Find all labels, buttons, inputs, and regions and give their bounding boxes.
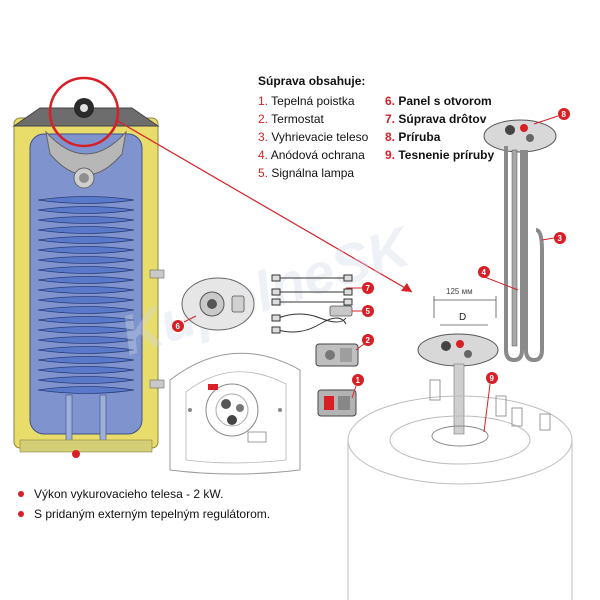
- svg-text:6: 6: [176, 322, 181, 331]
- bullet-icon: [18, 510, 24, 517]
- dimension-symbol: D: [459, 312, 466, 323]
- kit-list-column-2: 6. Panel s otvorom 7. Súprava drôtov 8. …: [385, 92, 494, 164]
- kit-item: 1. Tepelná poistka: [258, 94, 355, 108]
- signal-lamp: [329, 305, 353, 317]
- kit-item: 4. Anódová ochrana: [258, 148, 365, 162]
- dimension-label: 125 мм: [446, 287, 473, 296]
- callout-4: [478, 266, 490, 278]
- coil-turn: [37, 226, 135, 234]
- svg-text:8: 8: [562, 110, 567, 119]
- coil-turn: [37, 236, 135, 244]
- flange-heater-assembly: [483, 119, 557, 363]
- kit-item: 7. Súprava drôtov: [385, 112, 487, 126]
- kit-item: 9. Tesnenie príruby: [385, 148, 495, 162]
- callout-7: [362, 282, 374, 294]
- coil-turn: [37, 196, 135, 204]
- callout-1: [352, 374, 364, 386]
- kit-list-column-1: 1. Tepelná poistka 2. Termostat 3. Vyhri…: [258, 92, 368, 182]
- svg-text:3: 3: [558, 234, 563, 243]
- panel-with-hole: [181, 277, 255, 331]
- kit-title: Súprava obsahuje:: [258, 74, 366, 88]
- callout-badges: 1 2 3 4 5 6 7 8 9: [172, 108, 570, 433]
- connector-line: [115, 119, 413, 293]
- callout-2: [362, 334, 374, 346]
- open-cover-view: [169, 352, 301, 475]
- svg-text:2: 2: [366, 336, 371, 345]
- spec-notes: Výkon vykurovacieho telesa - 2 kW. S pri…: [18, 484, 270, 524]
- callout-5: [362, 305, 374, 317]
- thermostat: [315, 343, 359, 367]
- flange-lower: [417, 333, 499, 435]
- callout-3: [554, 232, 566, 244]
- dimension-marker: 125 мм D: [433, 287, 497, 326]
- svg-text:7: 7: [366, 284, 371, 293]
- bullet-icon: [18, 490, 24, 497]
- coil-turn: [37, 326, 135, 334]
- coil-turn: [37, 266, 135, 274]
- thermal-fuse: [317, 389, 357, 417]
- tank-cutaway: [12, 76, 165, 458]
- wire-set: [271, 274, 353, 334]
- svg-text:9: 9: [490, 374, 495, 383]
- svg-text:4: 4: [482, 268, 487, 277]
- kit-item: 6. Panel s otvorom: [385, 94, 492, 108]
- kit-item: 2. Termostat: [258, 112, 324, 126]
- highlight-circle: [48, 76, 120, 148]
- coil-turn: [37, 336, 135, 344]
- coil-turn: [37, 246, 135, 254]
- watermark: KupelneSK: [113, 214, 420, 367]
- kit-item: 3. Vyhrievacie teleso: [258, 130, 369, 144]
- coil-turn: [37, 376, 135, 384]
- callout-6: [172, 320, 184, 332]
- svg-text:1: 1: [356, 376, 361, 385]
- kit-item: 5. Signálna lampa: [258, 166, 355, 180]
- note-item: Výkon vykurovacieho telesa - 2 kW.: [18, 484, 270, 504]
- kit-item: 8. Príruba: [385, 130, 441, 144]
- coil-turn: [37, 206, 135, 214]
- coil-turn: [37, 256, 135, 264]
- coil-turn: [37, 346, 135, 354]
- coil-turn: [37, 386, 135, 394]
- coil-turn: [37, 356, 135, 364]
- coil-turn: [37, 216, 135, 224]
- note-item: S pridaným externým tepelným regulátorom…: [18, 504, 270, 524]
- coil-turn: [37, 286, 135, 294]
- svg-text:5: 5: [366, 307, 371, 316]
- coil-turn: [37, 366, 135, 374]
- tank-top-wireframe: [347, 379, 573, 600]
- coil-turn: [37, 296, 135, 304]
- coil-turn: [37, 276, 135, 284]
- heat-exchanger-coil: [37, 196, 135, 394]
- callout-9: [486, 372, 498, 384]
- callout-8: [558, 108, 570, 120]
- coil-turn: [37, 306, 135, 314]
- coil-turn: [37, 316, 135, 324]
